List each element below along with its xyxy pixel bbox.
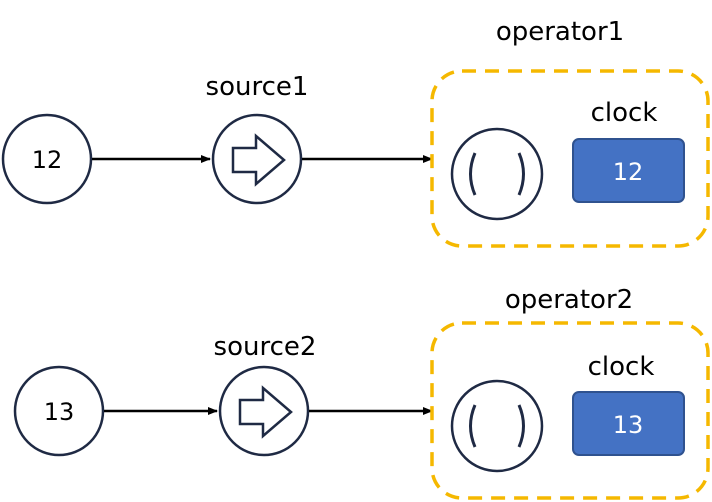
- bracket-pair-icon: [469, 404, 525, 448]
- source-label-1: source1: [206, 72, 309, 102]
- row-1: 12 source1 operator1 clock 12: [1, 17, 710, 248]
- input-value-2: 13: [44, 398, 75, 426]
- right-arrow-icon: [238, 385, 293, 439]
- operator-box-1: clock 12: [430, 69, 710, 248]
- source-node-2: [218, 365, 310, 457]
- row-2: 13 source2 operator2 clock 13: [13, 285, 710, 500]
- clock-label-1: clock: [591, 98, 658, 128]
- clock-box-2: [572, 391, 685, 456]
- clock-value-2: 13: [613, 411, 644, 439]
- input-node-2: 13: [13, 365, 105, 457]
- input-value-1: 12: [32, 146, 63, 174]
- operator-box-2: clock 13: [430, 321, 710, 500]
- operator-buffer-2: [450, 379, 544, 473]
- clock-label-2: clock: [588, 352, 655, 382]
- right-arrow-icon: [231, 133, 286, 187]
- operator-label-1: operator1: [496, 17, 624, 47]
- source-label-2: source2: [214, 332, 317, 362]
- operator-buffer-1: [450, 127, 544, 221]
- source-node-1: [211, 113, 303, 205]
- clock-box-1: [572, 138, 685, 203]
- clock-value-1: 12: [613, 158, 644, 186]
- bracket-pair-icon: [469, 152, 525, 196]
- input-node-1: 12: [1, 113, 93, 205]
- operator-label-2: operator2: [505, 285, 633, 315]
